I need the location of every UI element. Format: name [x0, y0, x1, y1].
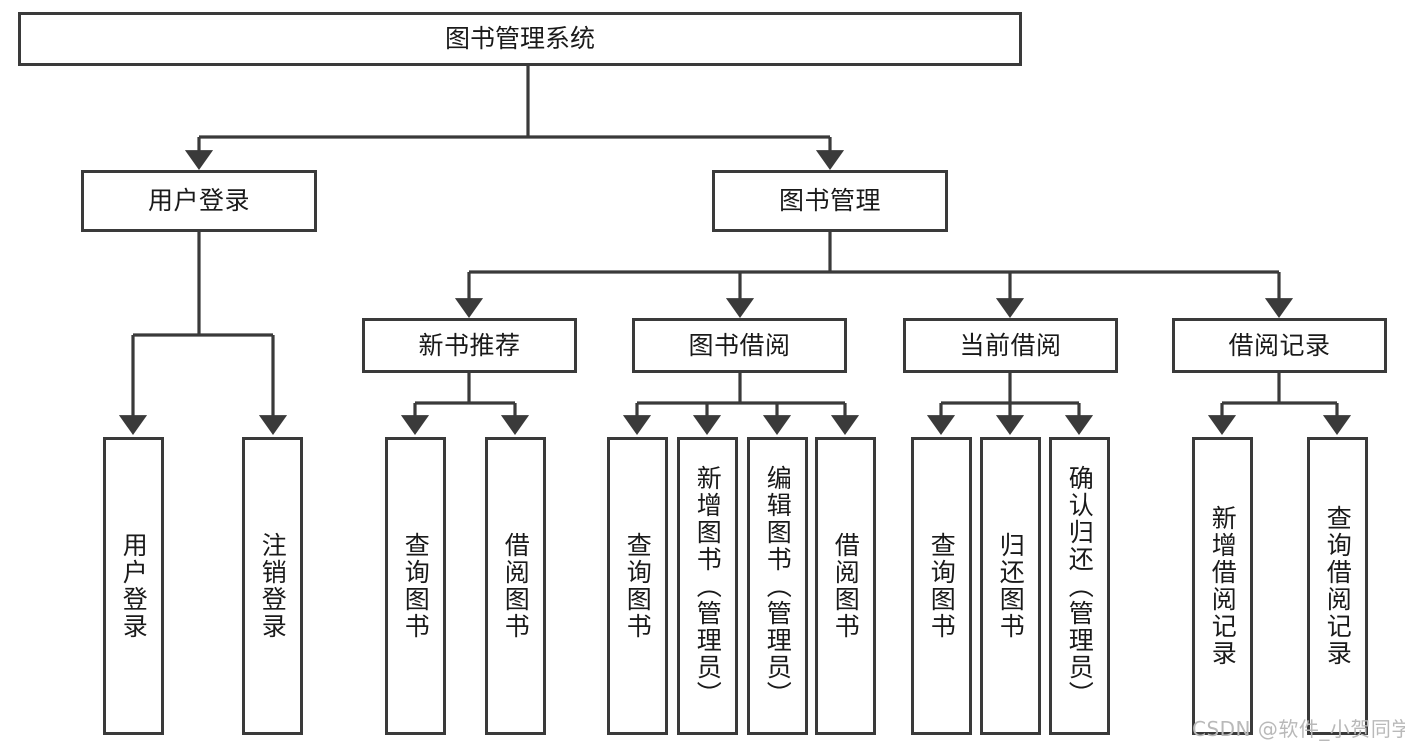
- node-leaf-user-login-label: 用户登录: [119, 532, 149, 640]
- node-leaf-query-book-2-label: 查询图书: [623, 532, 653, 640]
- node-book-borrow[interactable]: 图书借阅: [632, 318, 847, 373]
- node-book-borrow-label: 图书借阅: [688, 330, 791, 360]
- node-leaf-confirm-return-label: 确认归还（管理员）: [1065, 464, 1095, 708]
- node-book-manage[interactable]: 图书管理: [712, 170, 948, 232]
- node-new-book-rec-label: 新书推荐: [418, 330, 521, 360]
- node-leaf-add-record[interactable]: 新增借阅记录: [1192, 437, 1253, 735]
- node-user-login-label: 用户登录: [147, 186, 250, 216]
- node-current-borrow[interactable]: 当前借阅: [903, 318, 1118, 373]
- node-leaf-query-record[interactable]: 查询借阅记录: [1307, 437, 1368, 735]
- node-leaf-borrow-book-2[interactable]: 借阅图书: [815, 437, 876, 735]
- node-leaf-add-record-label: 新增借阅记录: [1208, 505, 1238, 667]
- node-leaf-borrow-book-1-label: 借阅图书: [501, 532, 531, 640]
- node-leaf-query-book-2[interactable]: 查询图书: [607, 437, 668, 735]
- node-leaf-query-book-1[interactable]: 查询图书: [385, 437, 446, 735]
- node-leaf-query-book-3-label: 查询图书: [927, 532, 957, 640]
- node-leaf-borrow-book-1[interactable]: 借阅图书: [485, 437, 546, 735]
- node-leaf-return-book[interactable]: 归还图书: [980, 437, 1041, 735]
- node-new-book-rec[interactable]: 新书推荐: [362, 318, 577, 373]
- node-leaf-add-book-label: 新增图书（管理员）: [693, 464, 723, 708]
- node-current-borrow-label: 当前借阅: [959, 330, 1062, 360]
- node-leaf-logout-login[interactable]: 注销登录: [242, 437, 303, 735]
- node-book-manage-label: 图书管理: [778, 186, 881, 216]
- node-leaf-return-book-label: 归还图书: [996, 532, 1026, 640]
- node-root-label: 图书管理系统: [444, 24, 595, 54]
- node-leaf-borrow-book-2-label: 借阅图书: [831, 532, 861, 640]
- node-leaf-confirm-return[interactable]: 确认归还（管理员）: [1049, 437, 1110, 735]
- node-leaf-logout-login-label: 注销登录: [258, 532, 288, 640]
- node-leaf-add-book[interactable]: 新增图书（管理员）: [677, 437, 738, 735]
- node-leaf-query-record-label: 查询借阅记录: [1323, 505, 1353, 667]
- node-borrow-record-label: 借阅记录: [1228, 330, 1331, 360]
- node-borrow-record[interactable]: 借阅记录: [1172, 318, 1387, 373]
- node-leaf-edit-book[interactable]: 编辑图书（管理员）: [747, 437, 808, 735]
- node-leaf-query-book-1-label: 查询图书: [401, 532, 431, 640]
- node-leaf-user-login[interactable]: 用户登录: [103, 437, 164, 735]
- node-user-login[interactable]: 用户登录: [81, 170, 317, 232]
- node-leaf-edit-book-label: 编辑图书（管理员）: [763, 464, 793, 708]
- node-leaf-query-book-3[interactable]: 查询图书: [911, 437, 972, 735]
- node-root[interactable]: 图书管理系统: [18, 12, 1022, 66]
